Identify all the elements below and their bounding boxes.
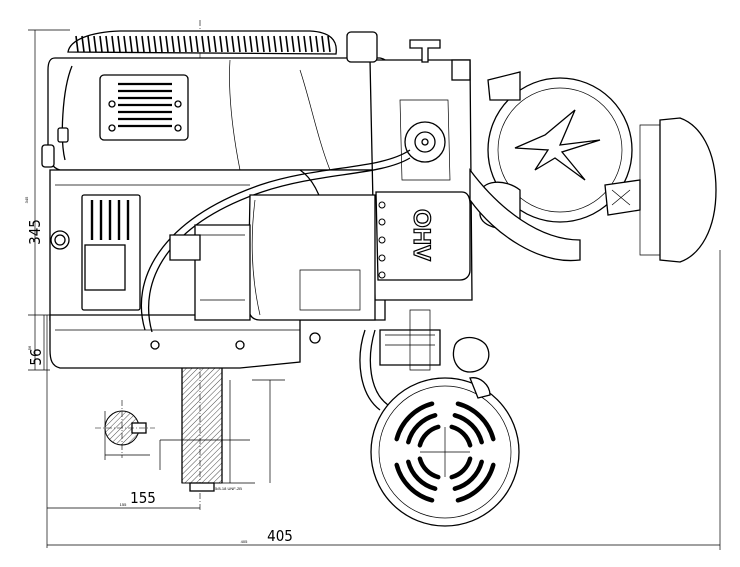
crankshaft: 5/8-18 UNF-2B [159,367,285,492]
flywheel-screen [67,30,337,55]
dim-overall-height-small: 345 [24,196,29,203]
dim-shaft-offset: 155 [130,489,156,507]
dim-shaft-offset-small: 155 [120,502,127,507]
dim-overall-width-small: 405 [241,539,248,544]
dim-base-height-small: 56 [27,345,32,350]
dim-base-height: 56 [27,348,45,365]
keyway-section [95,400,155,460]
cylinder-head: OHV [346,31,473,301]
muffler [359,309,520,527]
dim-overall-width: 405 [267,527,293,545]
fuel-lines [140,149,411,333]
air-filter [469,71,717,263]
ohv-label: OHV [408,209,435,261]
dim-overall-height: 345 [26,219,44,245]
thread-spec-label: 5/8-18 UNF-2B [215,486,242,491]
